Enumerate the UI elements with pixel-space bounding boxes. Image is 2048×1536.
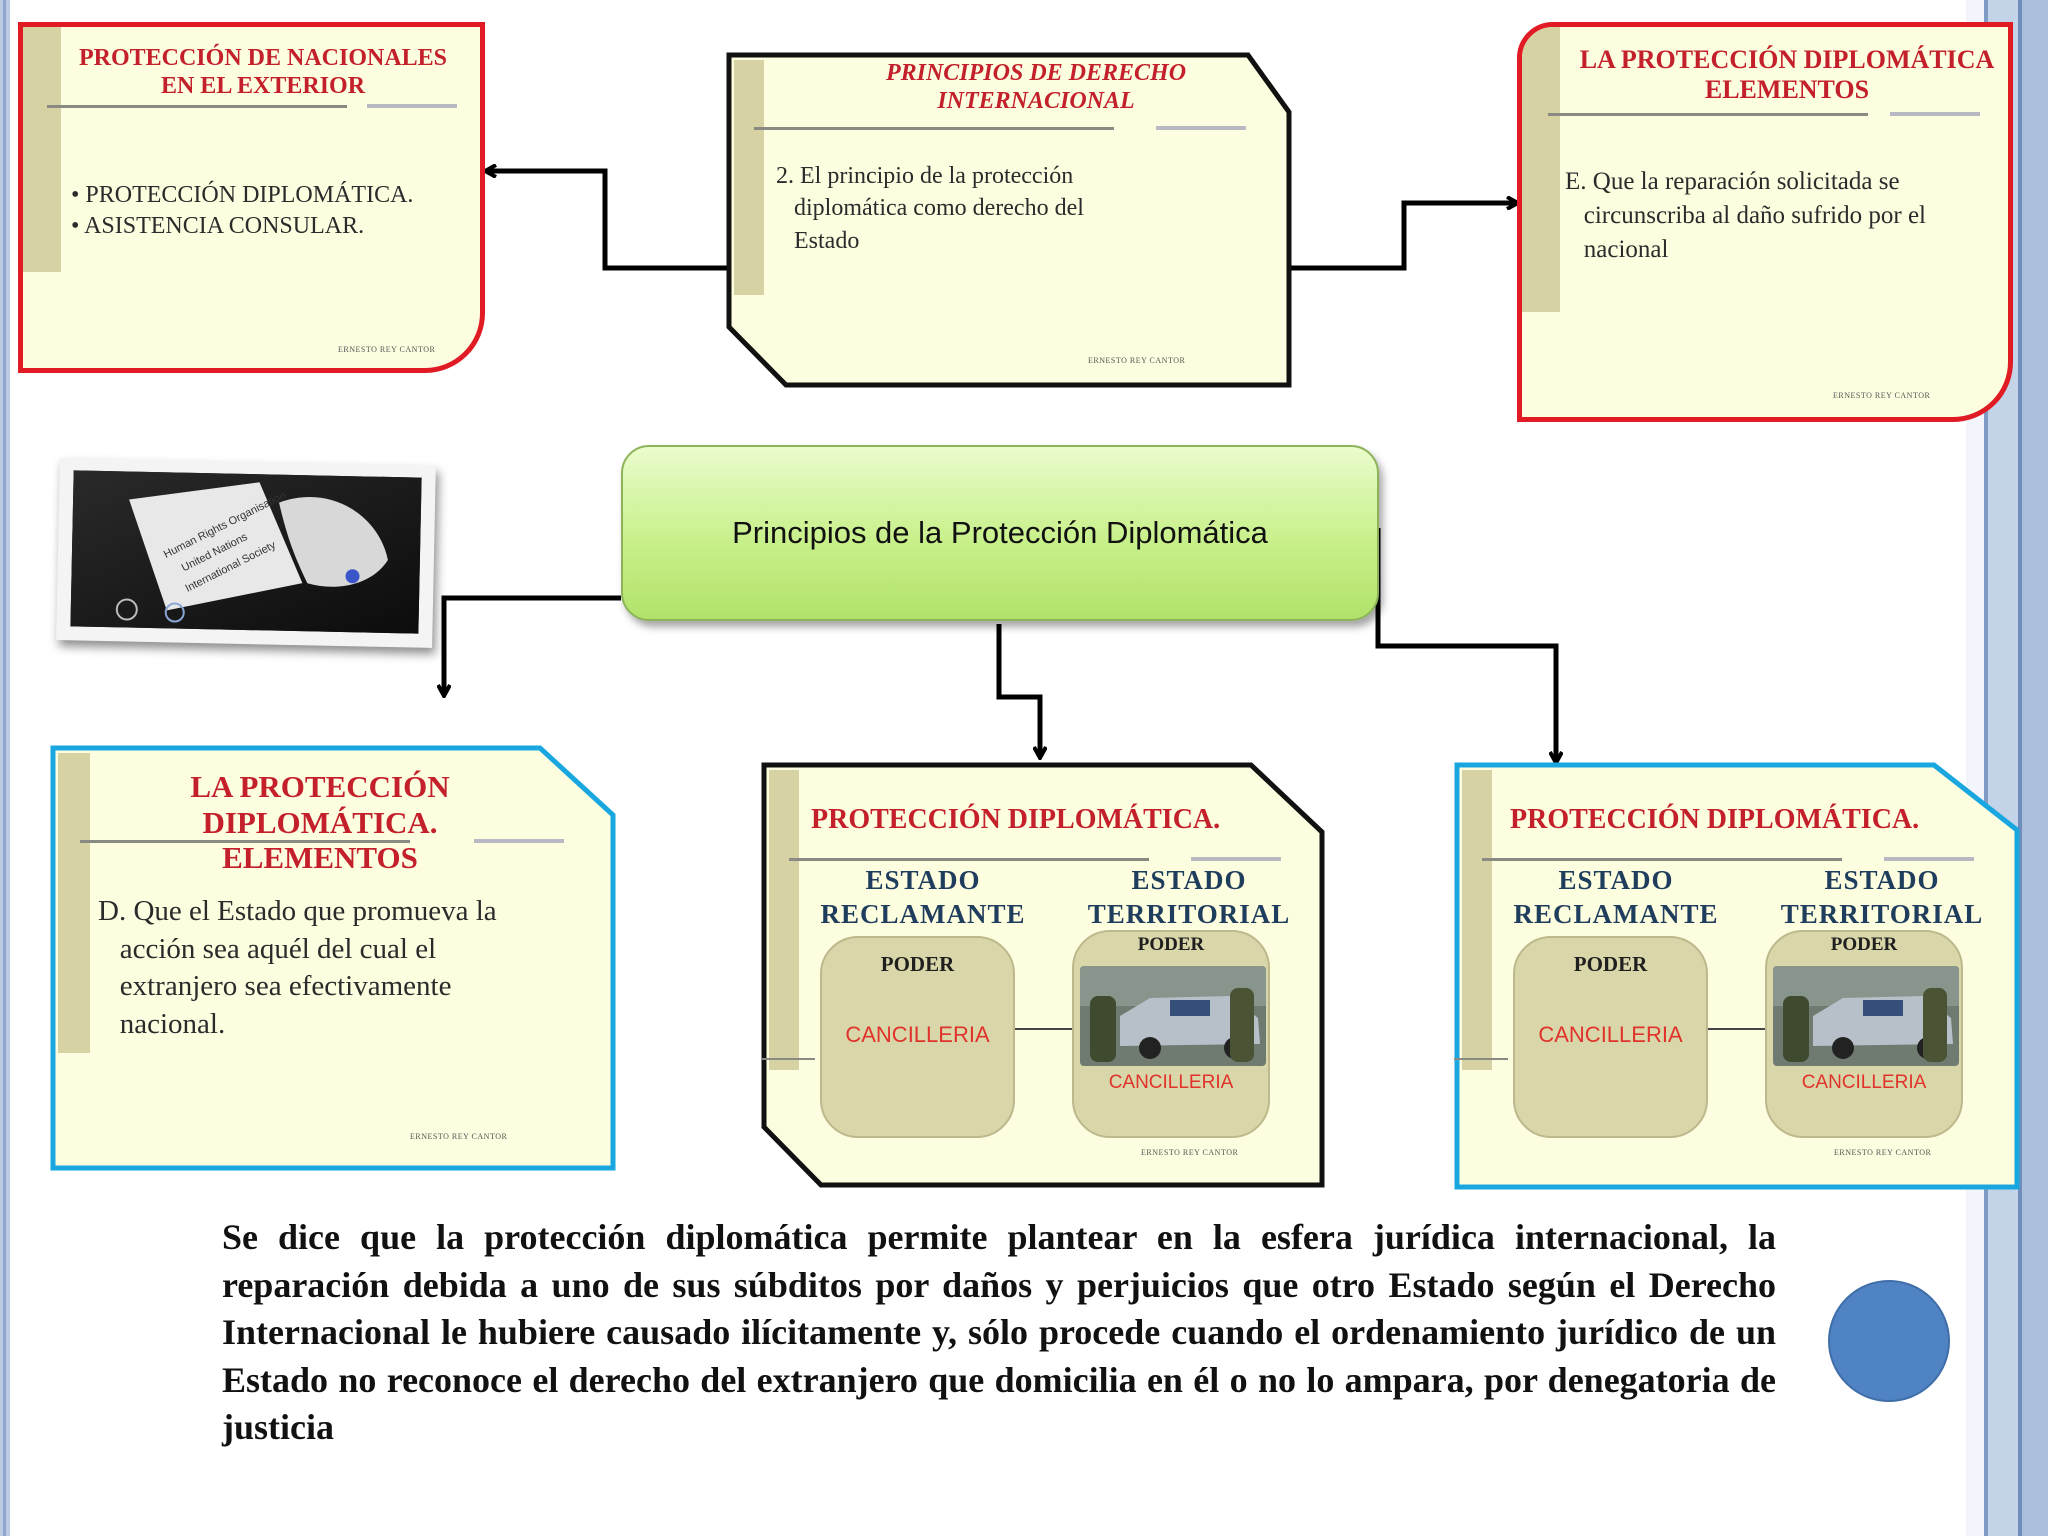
card-elementos-d: LA PROTECCIÓN DIPLOMÁTICA. ELEMENTOS D. … xyxy=(50,745,616,1171)
center-node-label: Principios de la Protección Diplomática xyxy=(732,515,1268,551)
cancilleria-label: CANCILLERIA xyxy=(1515,1022,1706,1048)
reclamante-pill: PODER CANCILLERIA xyxy=(820,936,1015,1138)
estado-reclamante: ESTADO RECLAMANTE xyxy=(813,864,1033,932)
territorial-pill: PODER CANCILLERIA xyxy=(1765,930,1963,1138)
decorative-circle xyxy=(1828,1280,1950,1402)
card-title: PRINCIPIOS DE DERECHO INTERNACIONAL xyxy=(806,60,1266,115)
card-principios: PRINCIPIOS DE DERECHO INTERNACIONAL 2. E… xyxy=(726,52,1292,388)
card-title: PROTECCIÓN DE NACIONALES EN EL EXTERIOR xyxy=(63,45,463,100)
human-rights-document-photo: Human Rights Organisation United Nations… xyxy=(56,458,436,648)
cancilleria-label: CANCILLERIA xyxy=(822,1022,1013,1048)
card-proteccion-estados-1: PROTECCIÓN DIPLOMÁTICA. ESTADO RECLAMANT… xyxy=(761,762,1325,1188)
card-footer: ERNESTO REY CANTOR xyxy=(1834,1148,1931,1157)
card-body: E. Que la reparación solicitada se circu… xyxy=(1565,165,1926,266)
police-car-photo xyxy=(1773,966,1959,1066)
center-node-principios: Principios de la Protección Diplomática xyxy=(621,445,1379,621)
arrow-to-top-left xyxy=(486,171,730,268)
card-footer: ERNESTO REY CANTOR xyxy=(1141,1148,1238,1157)
card-body: D. Que el Estado que promueva la acción … xyxy=(98,893,497,1044)
cancilleria-label: CANCILLERIA xyxy=(1767,1072,1961,1094)
pill-connector xyxy=(1015,1028,1073,1030)
arrow-to-bottom-center xyxy=(999,624,1040,757)
arrow-to-bottom-left xyxy=(444,598,621,695)
card-footer: ERNESTO REY CANTOR xyxy=(338,345,435,354)
poder-label: PODER xyxy=(1074,934,1268,956)
poder-label: PODER xyxy=(1515,952,1706,977)
card-title: LA PROTECCIÓN DIPLOMÁTICA. ELEMENTOS xyxy=(110,769,530,876)
card-proteccion-estados-2: PROTECCIÓN DIPLOMÁTICA. ESTADO RECLAMANT… xyxy=(1454,762,2020,1190)
card-title: LA PROTECCIÓN DIPLOMÁTICA ELEMENTOS xyxy=(1562,45,2012,105)
arrow-to-top-right xyxy=(1290,203,1517,268)
poder-label: PODER xyxy=(1767,934,1961,956)
card-title: PROTECCIÓN DIPLOMÁTICA. xyxy=(811,804,1251,836)
card-title: PROTECCIÓN DIPLOMÁTICA. xyxy=(1510,804,1950,836)
card-body: 2. El principio de la protección diplomá… xyxy=(776,160,1084,257)
card-footer: ERNESTO REY CANTOR xyxy=(1833,391,1930,400)
arrow-to-bottom-right xyxy=(1378,528,1556,762)
poder-label: PODER xyxy=(822,952,1013,977)
reclamante-pill: PODER CANCILLERIA xyxy=(1513,936,1708,1138)
estado-territorial: ESTADO TERRITORIAL xyxy=(1772,864,1992,932)
police-car-photo xyxy=(1080,966,1266,1066)
territorial-pill: PODER CANCILLERIA xyxy=(1072,930,1270,1138)
estado-reclamante: ESTADO RECLAMANTE xyxy=(1506,864,1726,932)
explanation-paragraph: Se dice que la protección diplomática pe… xyxy=(222,1214,1776,1452)
estado-territorial: ESTADO TERRITORIAL xyxy=(1079,864,1299,932)
card-footer: ERNESTO REY CANTOR xyxy=(1088,356,1185,365)
card-item-2: • ASISTENCIA CONSULAR. xyxy=(71,210,364,242)
cancilleria-label: CANCILLERIA xyxy=(1074,1072,1268,1094)
card-item-1: • PROTECCIÓN DIPLOMÁTICA. xyxy=(71,179,413,211)
card-proteccion-nacionales: PROTECCIÓN DE NACIONALES EN EL EXTERIOR … xyxy=(18,22,485,373)
pill-connector xyxy=(1708,1028,1766,1030)
card-footer: ERNESTO REY CANTOR xyxy=(410,1132,507,1141)
card-proteccion-elementos-e: LA PROTECCIÓN DIPLOMÁTICA ELEMENTOS E. Q… xyxy=(1517,22,2013,422)
